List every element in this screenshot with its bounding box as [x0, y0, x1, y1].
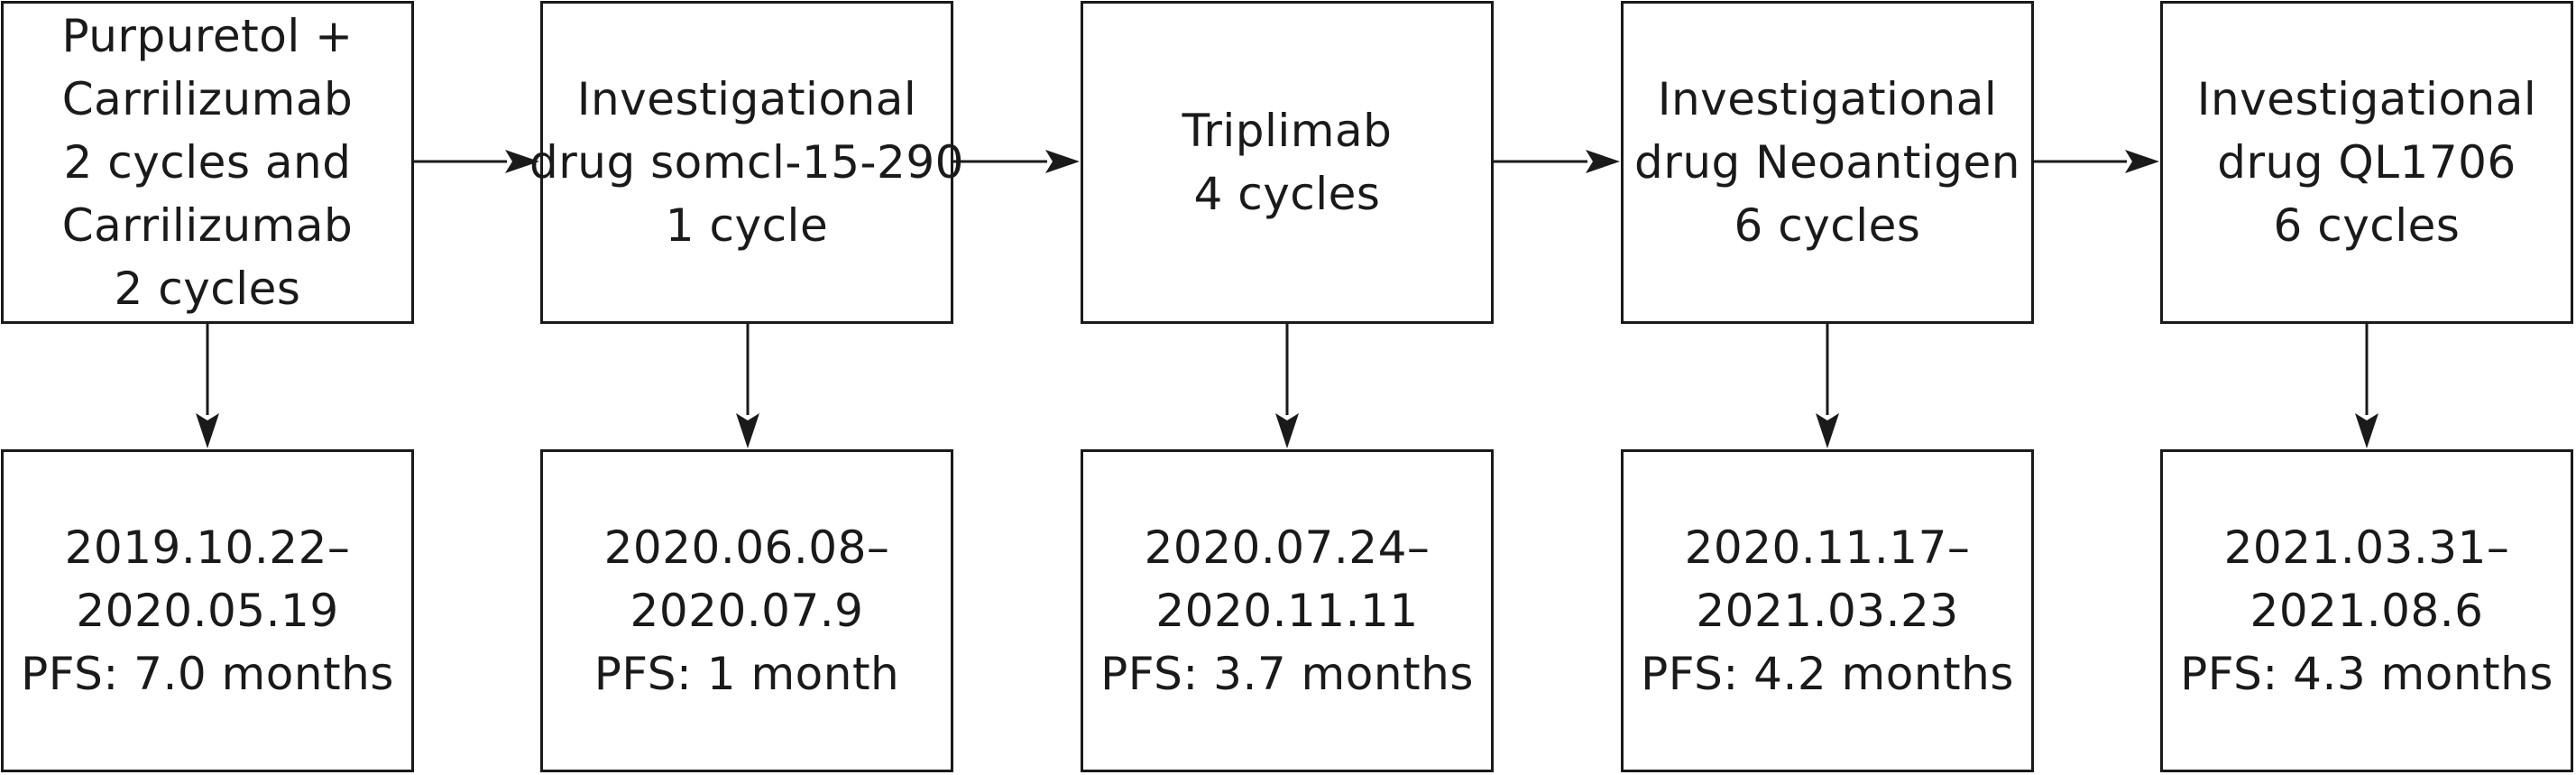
- vertical-arrow-5: [2355, 324, 2378, 448]
- pfs-value: PFS: 3.7 months: [1100, 648, 1474, 700]
- treatment-text: 1 cycle: [665, 199, 829, 252]
- vertical-arrow-4: [1816, 324, 1839, 448]
- treatment-text: Carrilizumab: [61, 199, 354, 252]
- date-start: 2021.03.31–: [2223, 521, 2510, 574]
- treatment-box-1: Purpuretol + Carrilizumab 2 cycles and C…: [1, 1, 414, 324]
- date-start: 2020.07.24–: [1144, 521, 1431, 574]
- date-end: 2020.11.11: [1155, 585, 1419, 637]
- treatment-text: 6 cycles: [1734, 199, 1921, 252]
- date-start: 2020.11.17–: [1684, 521, 1971, 574]
- treatment-text: Purpuretol +: [61, 10, 354, 62]
- outcome-box-3: 2020.07.24– 2020.11.11 PFS: 3.7 months: [1081, 449, 1494, 772]
- pfs-value: PFS: 7.0 months: [21, 648, 394, 700]
- horizontal-arrow-2-to-3: [953, 150, 1080, 173]
- treatment-text: Investigational: [576, 73, 917, 125]
- treatment-box-2: Investigational drug somcl-15-290 1 cycl…: [529, 1, 964, 324]
- date-end: 2021.03.23: [1696, 585, 1959, 637]
- date-end: 2021.08.6: [2249, 585, 2484, 637]
- horizontal-arrow-4-to-5: [2034, 150, 2159, 173]
- pfs-value: PFS: 1 month: [593, 648, 900, 700]
- vertical-arrow-1: [196, 324, 219, 448]
- treatment-text: 6 cycles: [2273, 199, 2461, 252]
- treatment-text: 2 cycles: [114, 263, 301, 315]
- date-end: 2020.05.19: [76, 585, 339, 637]
- treatment-text: Carrilizumab: [61, 73, 354, 125]
- treatment-text: drug QL1706: [2217, 136, 2516, 189]
- treatment-text: drug somcl-15-290: [529, 136, 964, 189]
- date-start: 2020.06.08–: [603, 521, 890, 574]
- date-start: 2019.10.22–: [64, 521, 351, 574]
- treatment-text: 2 cycles and: [63, 136, 352, 189]
- treatment-text: drug Neoantigen: [1634, 136, 2020, 189]
- vertical-arrow-3: [1275, 324, 1299, 448]
- treatment-box-4: Investigational drug Neoantigen 6 cycles: [1621, 1, 2034, 324]
- treatment-text: Investigational: [2196, 73, 2537, 125]
- outcome-box-1: 2019.10.22– 2020.05.19 PFS: 7.0 months: [1, 449, 414, 772]
- outcome-box-4: 2020.11.17– 2021.03.23 PFS: 4.2 months: [1621, 449, 2034, 772]
- pfs-value: PFS: 4.3 months: [2180, 648, 2553, 700]
- treatment-text: Investigational: [1657, 73, 1998, 125]
- treatment-box-5: Investigational drug QL1706 6 cycles: [2160, 1, 2573, 324]
- date-end: 2020.07.9: [630, 585, 864, 637]
- horizontal-arrow-3-to-4: [1494, 150, 1620, 173]
- treatment-text: Triplimab: [1182, 105, 1393, 157]
- outcome-box-2: 2020.06.08– 2020.07.9 PFS: 1 month: [540, 449, 953, 772]
- vertical-arrow-2: [736, 324, 759, 448]
- treatment-box-3: Triplimab 4 cycles: [1081, 1, 1494, 324]
- horizontal-arrow-1-to-2: [414, 150, 539, 173]
- pfs-value: PFS: 4.2 months: [1641, 648, 2014, 700]
- treatment-text: 4 cycles: [1193, 168, 1381, 220]
- outcome-box-5: 2021.03.31– 2021.08.6 PFS: 4.3 months: [2160, 449, 2573, 772]
